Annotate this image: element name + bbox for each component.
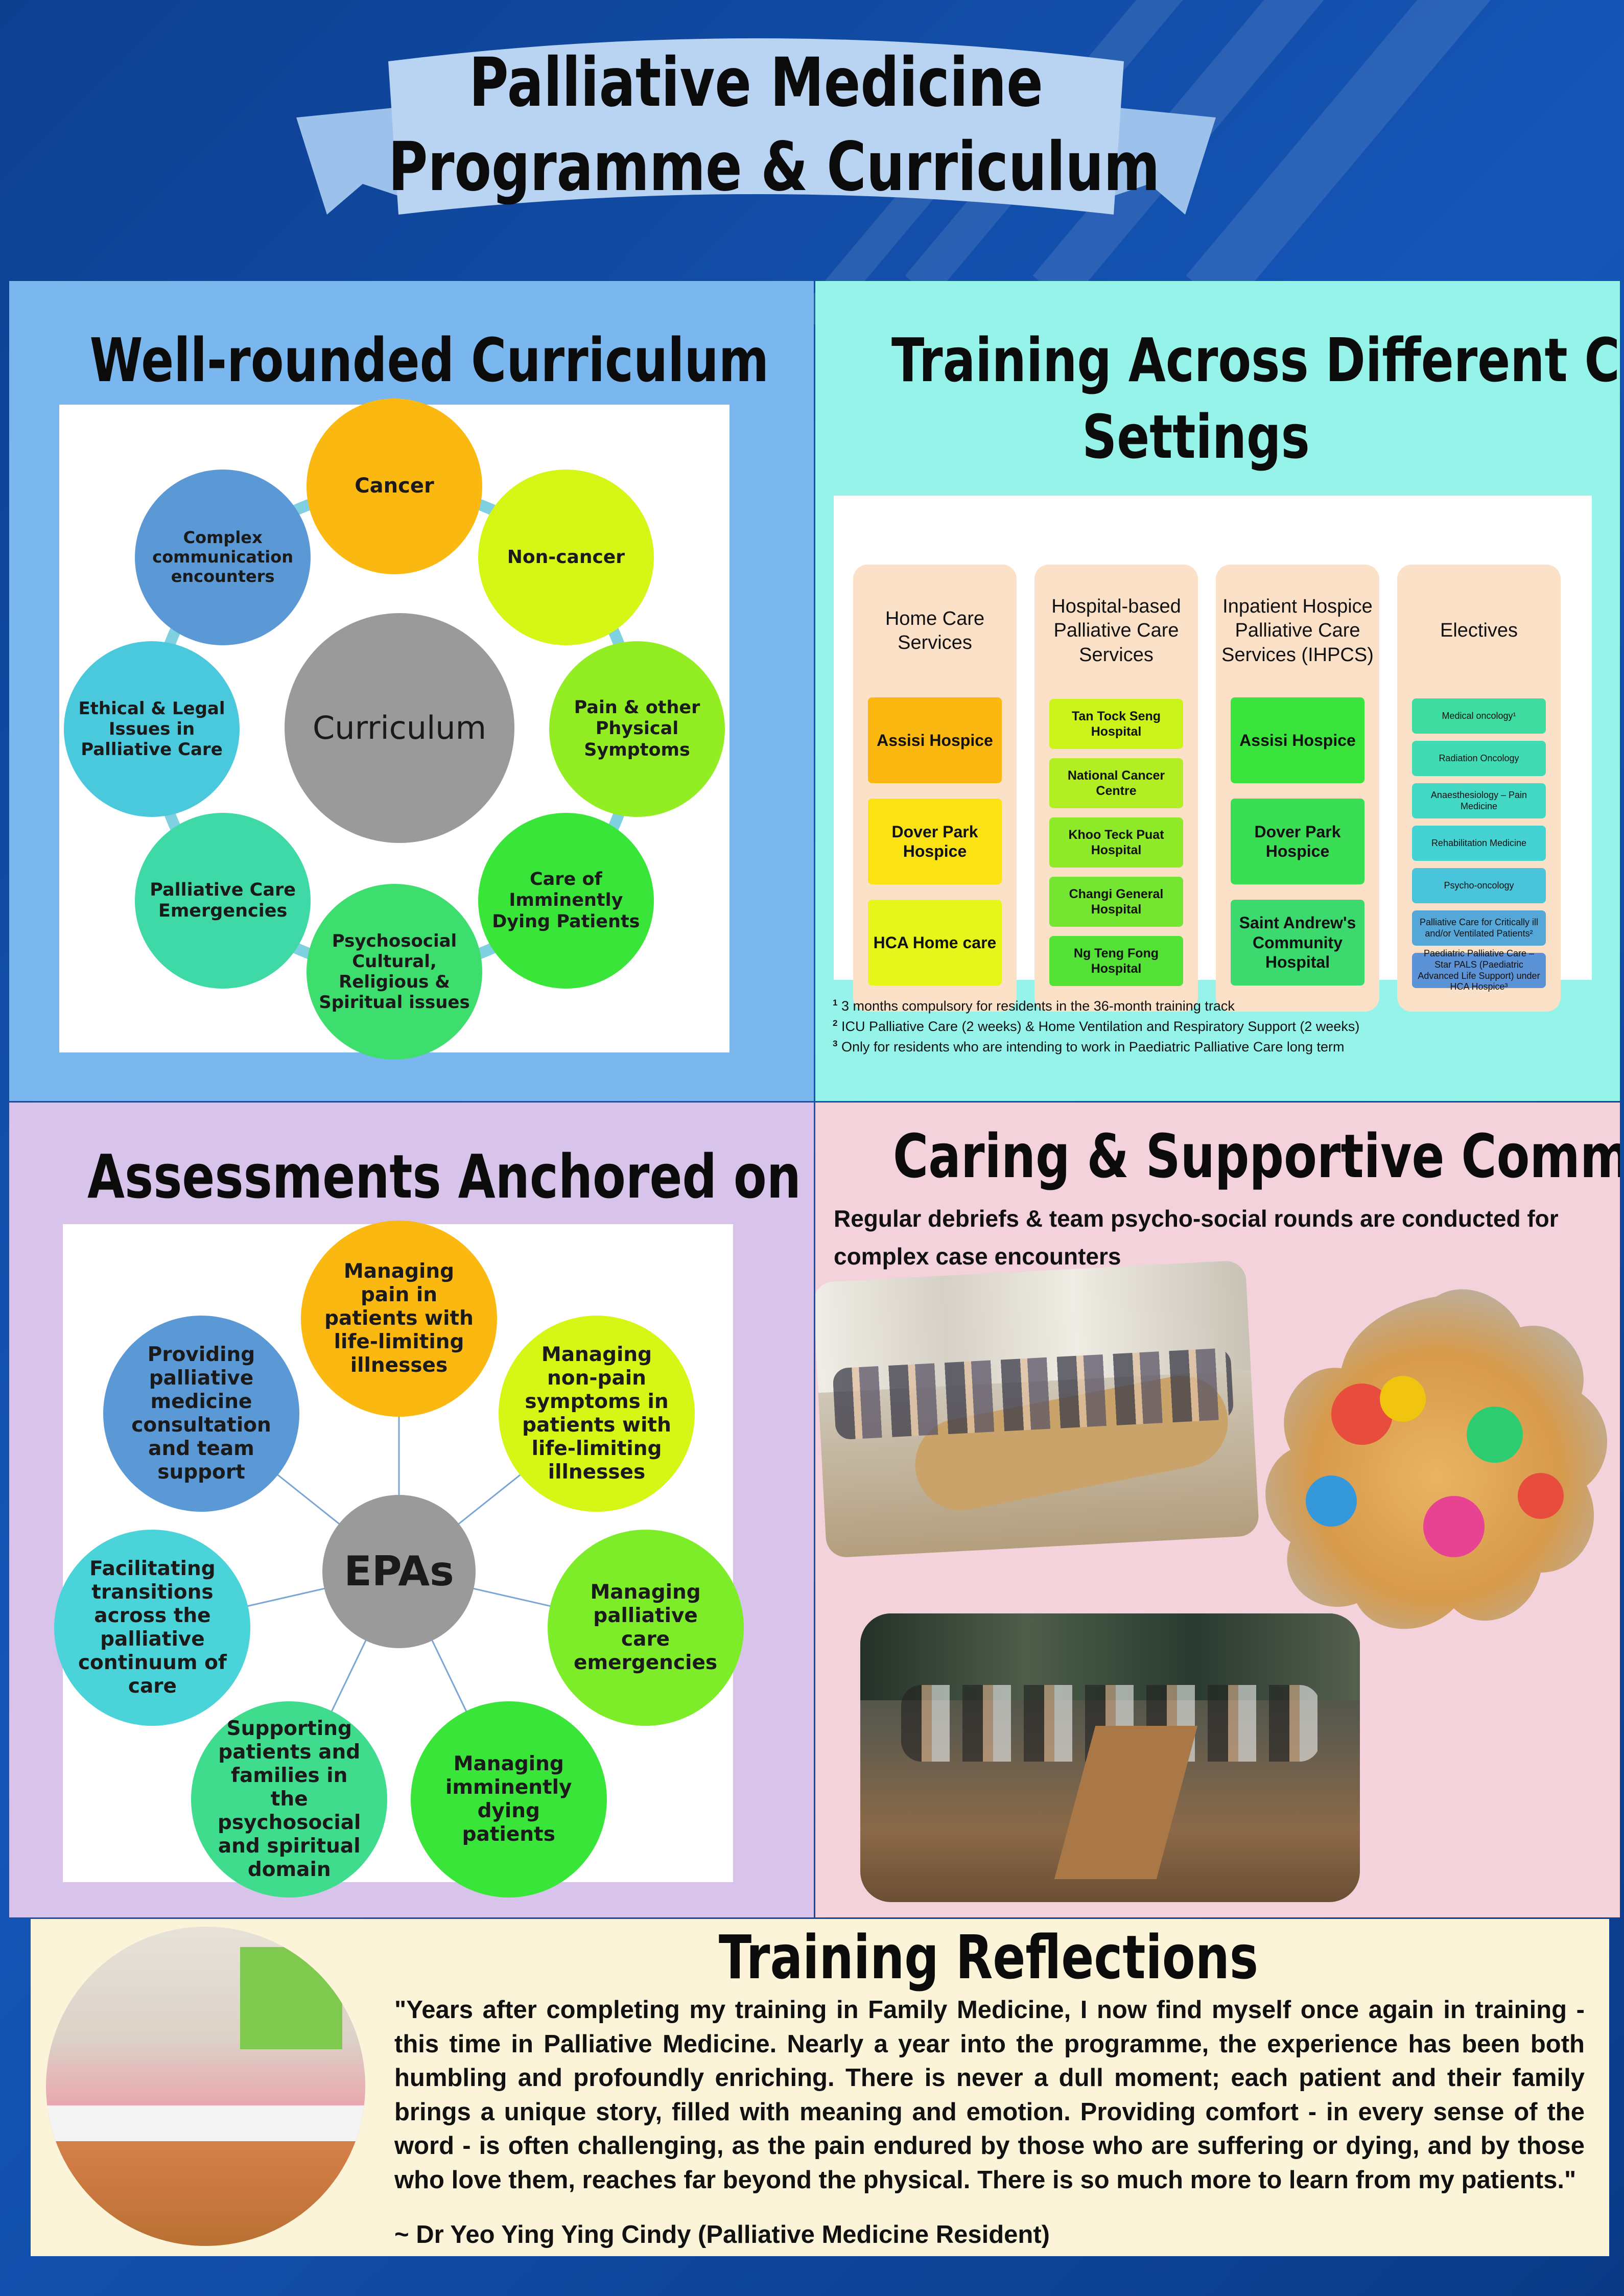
photo-reflections-team <box>46 1927 365 2246</box>
training-setting-box: Psycho-oncology <box>1412 868 1546 903</box>
training-footnote: 1 3 months compulsory for residents in t… <box>833 998 1235 1014</box>
training-column-header: Electives <box>1440 620 1518 642</box>
ribbon-shape <box>296 38 1216 215</box>
training-setting-box: Rehabilitation Medicine <box>1412 826 1546 861</box>
curriculum-bubble: Complex communication encounters <box>135 470 311 646</box>
community-title: Caring & Supportive Community <box>893 1121 1620 1191</box>
training-setting-box: Saint Andrew's Community Hospital <box>1231 900 1364 986</box>
training-column-header: Home Care Services <box>885 607 985 654</box>
epa-bubble: Supporting patients and families in the … <box>191 1701 388 1897</box>
curriculum-bubble: Ethical & Legal Issues in Palliative Car… <box>64 641 240 817</box>
assessments-title: Assessments Anchored on EPAs <box>87 1141 814 1212</box>
photo-team-dinner <box>860 1613 1360 1902</box>
curriculum-panel: Well-rounded Curriculum Curriculum Cance… <box>9 281 814 1101</box>
epa-bubble: Managing pain in patients with life-limi… <box>301 1221 497 1417</box>
training-setting-box: Radiation Oncology <box>1412 741 1546 776</box>
reflections-panel: Training Reflections "Years after comple… <box>31 1919 1609 2256</box>
footnote-text: ICU Palliative Care (2 weeks) & Home Ven… <box>841 1019 1360 1034</box>
curriculum-bubble: Cancer <box>307 399 482 574</box>
training-footnote: 2 ICU Palliative Care (2 weeks) & Home V… <box>833 1018 1359 1035</box>
training-setting-box: HCA Home care <box>868 900 1002 986</box>
training-setting-box: Changi General Hospital <box>1049 877 1183 927</box>
reflections-title: Training Reflections <box>718 1922 1259 1993</box>
epa-bubble: Managing palliative care emergencies <box>547 1530 744 1726</box>
training-setting-box: Tan Tock Seng Hospital <box>1049 699 1183 749</box>
training-column-header: Inpatient Hospice Palliative Care Servic… <box>1221 595 1374 666</box>
epa-bubble: Providing palliative medicine consultati… <box>103 1316 299 1512</box>
footnote-number: 2 <box>833 1018 838 1028</box>
curriculum-bubble: Pain & other Physical Symptoms <box>549 641 725 817</box>
training-setting-box: Dover Park Hospice <box>1231 799 1364 884</box>
title-ribbon: Palliative Medicine Programme & Curricul… <box>296 20 1216 255</box>
training-setting-box: Khoo Teck Puat Hospital <box>1049 817 1183 868</box>
epa-bubble: Managing imminently dying patients <box>410 1701 607 1897</box>
training-setting-box: Palliative Care for Critically ill and/o… <box>1412 910 1546 946</box>
reflections-quote: "Years after completing my training in F… <box>394 1996 1585 2194</box>
epa-bubble: Facilitating transitions across the pall… <box>54 1530 251 1726</box>
training-setting-box: Ng Teng Fong Hospital <box>1049 936 1183 986</box>
page-title-line2: Programme & Curriculum <box>388 128 1160 206</box>
curriculum-bubble: Care of Imminently Dying Patients <box>478 812 654 989</box>
training-panel: Training Across Different Care Settings … <box>815 281 1620 1101</box>
training-setting-box: Medical oncology¹ <box>1412 698 1546 734</box>
page-title-line1: Palliative Medicine <box>469 43 1043 122</box>
footnote-text: 3 months compulsory for residents in the… <box>841 998 1235 1014</box>
curriculum-bubble: Psychosocial Cultural, Religious & Spiri… <box>307 884 482 1060</box>
reflections-author: ~ Dr Yeo Ying Ying Cindy (Palliative Med… <box>394 2221 1050 2248</box>
training-footnote: 3 Only for residents who are intending t… <box>833 1039 1344 1055</box>
epa-diagram: EPAs Managing pain in patients with life… <box>54 1221 744 1897</box>
photo-debrief-meeting <box>815 1260 1260 1558</box>
training-column: Inpatient Hospice Palliative Care Servic… <box>1216 565 1379 1012</box>
epa-bubble: Managing non-pain symptoms in patients w… <box>499 1316 695 1512</box>
curriculum-title: Well-rounded Curriculum <box>89 325 769 395</box>
footnote-number: 1 <box>833 998 838 1008</box>
training-setting-box: National Cancer Centre <box>1049 758 1183 808</box>
training-title-line1: Training Across Different Care <box>891 325 1620 395</box>
training-column-header: Hospital-based Palliative Care Services <box>1051 595 1181 666</box>
training-setting-box: Assisi Hospice <box>1231 697 1364 783</box>
footnote-text: Only for residents who are intending to … <box>841 1039 1345 1055</box>
training-setting-box: Paediatric Palliative Care – Star PALS (… <box>1412 948 1546 992</box>
curriculum-bubble: Non-cancer <box>478 470 654 646</box>
assessments-panel: Assessments Anchored on EPAs EPAs Managi… <box>9 1103 814 1917</box>
training-setting-box: Dover Park Hospice <box>868 799 1002 884</box>
curriculum-center: Curriculum <box>285 613 514 843</box>
community-panel: Caring & Supportive Community Regular de… <box>815 1103 1620 1917</box>
epa-center: EPAs <box>322 1495 476 1648</box>
training-setting-box: Assisi Hospice <box>868 697 1002 783</box>
training-setting-box: Anaesthesiology – Pain Medicine <box>1412 783 1546 818</box>
footnote-number: 3 <box>833 1039 838 1048</box>
curriculum-bubble: Palliative Care Emergencies <box>135 812 311 989</box>
training-title-line2: Settings <box>1082 402 1310 472</box>
photo-balloon-team <box>1255 1281 1617 1639</box>
community-text: Regular debriefs & team psycho-social ro… <box>834 1205 1559 1270</box>
